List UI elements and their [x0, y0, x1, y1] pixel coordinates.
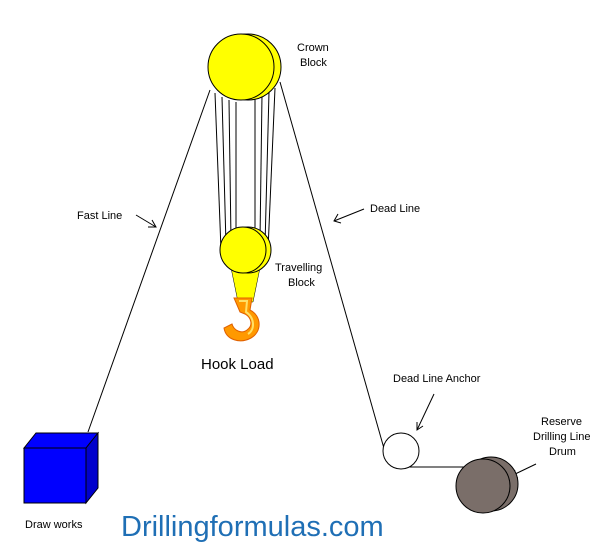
crown-sheave-front: [207, 33, 275, 101]
travelling-sheave-front: [219, 226, 267, 274]
fast-line-arrow: [135, 214, 157, 228]
travelling-block-label-line2: Block: [288, 277, 315, 289]
hook-load-label: Hook Load: [201, 356, 274, 373]
anchor-arrowhead: [416, 422, 424, 431]
draw-works-box: [22, 431, 100, 505]
string-line-8: [267, 87, 276, 251]
string-line-7: [264, 91, 270, 246]
crown-block: [207, 33, 282, 101]
string-line-6: [259, 94, 263, 241]
brand-watermark: Drillingformulas.com: [121, 511, 384, 543]
crane-hook-icon: [223, 297, 260, 342]
drum-front: [455, 458, 511, 514]
reserve-drum-label-line1: Reserve: [541, 416, 582, 428]
travelling-block-label-line1: Travelling: [275, 262, 322, 274]
dead-line-arrow: [333, 208, 365, 222]
anchor-arrow: [416, 393, 435, 431]
reserve-drum: [455, 456, 519, 514]
dead-line-rope: [279, 81, 386, 453]
reserve-drum-label-line3: Drum: [549, 446, 576, 458]
dead-line-anchor-label: Dead Line Anchor: [393, 373, 481, 385]
draw-works-label: Draw works: [25, 519, 83, 531]
string-line-1: [214, 92, 222, 251]
dead-line-arrowhead: [333, 213, 342, 224]
reserve-drum-label-line2: Drilling Line: [533, 431, 590, 443]
drilling-lines: [87, 81, 470, 468]
crown-block-label-line2: Block: [300, 57, 327, 69]
fast-line-arrowhead: [148, 219, 157, 228]
dead-line-label: Dead Line: [370, 203, 420, 215]
dead-line-anchor-sheave: [382, 432, 420, 470]
travelling-block: [219, 226, 272, 274]
fast-line-label: Fast Line: [77, 210, 122, 222]
crown-block-label-line1: Crown: [297, 42, 329, 54]
fast-line-rope: [87, 89, 211, 433]
draw-works-top: [22, 432, 100, 449]
string-line-3: [228, 99, 232, 241]
string-line-2: [221, 96, 227, 246]
draw-works-front: [23, 447, 87, 504]
label-arrows: [135, 208, 537, 479]
